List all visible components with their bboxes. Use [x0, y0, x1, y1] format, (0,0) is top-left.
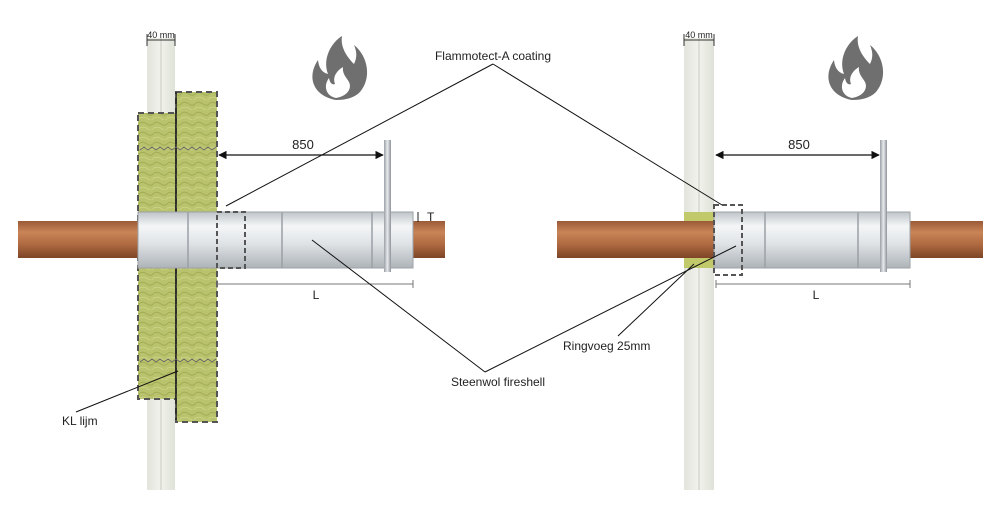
- left-detail: 40 mm T 850 L: [18, 30, 445, 490]
- fireshell-leader-left: [311, 239, 486, 373]
- ring-joint-label: Ringvoeg 25mm: [563, 339, 650, 353]
- ring-joint-leader: [617, 263, 695, 337]
- left-fireshell: [137, 211, 414, 269]
- fireshell-label: Steenwol fireshell: [451, 375, 545, 389]
- glue-leader: [75, 370, 179, 413]
- right-pipe-outside: [557, 221, 717, 258]
- glue-label: KL lijm: [62, 414, 98, 428]
- right-length-label: L: [813, 288, 820, 302]
- left-pipe-end: [412, 221, 445, 258]
- coating-leader-right: [492, 63, 723, 206]
- right-850-label: 850: [788, 137, 810, 152]
- right-hanger-rod: [880, 140, 887, 272]
- left-thickness-label: T: [427, 210, 435, 224]
- annotations: Flammotect-A coating Steenwol fireshell …: [62, 49, 737, 428]
- coating-label: Flammotect-A coating: [435, 49, 551, 63]
- left-wire-top: [139, 146, 217, 151]
- right-wall-thickness-label: 40 mm: [685, 30, 713, 40]
- right-detail: 40 mm 850 L: [557, 30, 983, 490]
- left-wire-bottom: [139, 358, 217, 363]
- fireshell-leader-right: [484, 245, 737, 373]
- fire-icon: [828, 36, 884, 100]
- left-850-label: 850: [292, 137, 314, 152]
- coating-leader-left: [225, 63, 494, 207]
- left-pipe-outside: [18, 221, 140, 258]
- left-wall-thickness-label: 40 mm: [147, 30, 175, 40]
- left-hanger-rod: [384, 140, 391, 272]
- left-coating-band: [216, 211, 246, 269]
- fire-icon: [312, 36, 368, 100]
- right-ring-joint-bottom: [684, 256, 714, 268]
- left-length-label: L: [313, 288, 320, 302]
- right-pipe-end: [910, 221, 983, 258]
- right-coating-band: [713, 204, 743, 276]
